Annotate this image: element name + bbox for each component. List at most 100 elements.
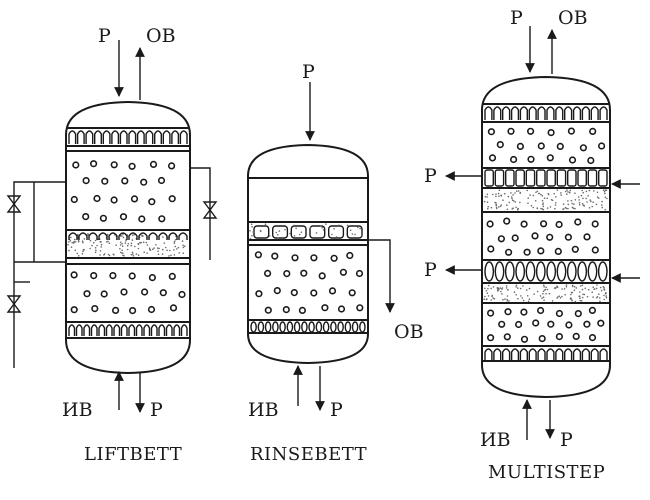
sand-grain	[500, 204, 503, 206]
sand-grain	[542, 296, 545, 299]
resin-bead-icon	[487, 245, 495, 253]
resin-bead-icon	[290, 289, 298, 297]
sand-grain	[592, 296, 594, 298]
sand-grain	[511, 199, 514, 201]
sand-grain	[83, 238, 86, 240]
multistep-bottom-nozzle-plate	[484, 348, 608, 360]
sand-grain	[122, 236, 125, 239]
sand-grain	[106, 233, 109, 236]
sand-grain	[515, 284, 518, 287]
resin-bead-icon	[328, 287, 337, 295]
resin-bead-icon	[531, 232, 539, 240]
sand-grain	[268, 235, 271, 237]
resin-bead-icon	[355, 269, 364, 278]
sand-grain	[107, 253, 110, 256]
resin-bead-icon	[168, 195, 176, 203]
resin-bead-icon	[487, 128, 496, 136]
resin-bead-icon	[564, 233, 573, 241]
resin-bead-icon	[93, 194, 101, 203]
resin-bead-icon	[110, 161, 118, 169]
nozzle-plate-icon	[83, 324, 91, 336]
sand-grain	[485, 290, 488, 292]
nozzle-plate-icon	[519, 106, 528, 120]
sand-grain	[578, 201, 581, 204]
nozzle-plate-icon	[525, 261, 536, 282]
resin-bead-icon	[330, 254, 338, 262]
rinsebett-side-label-ob: OB	[394, 321, 424, 343]
sand-grain	[487, 205, 490, 208]
nozzle-plate-icon	[178, 232, 188, 240]
resin-bead-icon	[583, 320, 591, 328]
sand-grain	[335, 236, 338, 238]
nozzle-plate-icon	[556, 261, 567, 282]
nozzle-plate-icon	[264, 321, 272, 333]
sand-grain	[131, 239, 134, 241]
nozzle-plate-icon	[346, 225, 363, 239]
sand-grain	[536, 290, 539, 293]
sand-grain	[149, 248, 151, 251]
sand-grain	[543, 197, 546, 199]
sand-grain	[582, 197, 584, 200]
sand-grain	[539, 295, 542, 297]
nozzle-plate-icon	[546, 106, 555, 120]
sand-grain	[599, 297, 601, 299]
sand-grain	[295, 227, 297, 230]
resin-bead-icon	[556, 142, 564, 150]
valve-icon[interactable]	[6, 195, 22, 213]
nozzle-plate-icon	[546, 169, 557, 187]
sand-grain	[603, 294, 605, 297]
resin-bead-icon	[178, 290, 186, 299]
sand-grain	[512, 207, 514, 209]
sand-grain	[506, 288, 509, 291]
sand-grain	[556, 297, 558, 299]
nozzle-plate-icon	[102, 130, 111, 144]
sand-grain	[325, 223, 327, 225]
liftbett-top-label-p: P	[98, 25, 111, 47]
sand-grain	[82, 250, 84, 253]
sand-grain	[595, 287, 598, 290]
sand-grain	[554, 207, 556, 210]
sand-grain	[498, 189, 501, 192]
nozzle-plate-icon	[577, 169, 588, 187]
rinsebett-bottom-label-iv: ИВ	[248, 399, 279, 421]
nozzle-plate-icon	[537, 348, 546, 360]
resin-bead-icon	[587, 156, 595, 165]
resin-bead-icon	[583, 233, 591, 241]
sand-grain	[91, 244, 93, 247]
sand-grain	[506, 298, 508, 301]
sand-grain	[82, 241, 84, 244]
sand-grain	[259, 230, 262, 233]
sand-grain	[145, 241, 148, 244]
sand-grain	[68, 249, 70, 252]
sand-grain	[526, 189, 528, 192]
valve-icon[interactable]	[6, 295, 22, 313]
resin-bead-icon	[101, 177, 109, 185]
sand-grain	[590, 200, 592, 203]
sand-grain	[520, 295, 522, 297]
nozzle-plate-icon	[328, 225, 345, 239]
sand-grain	[99, 254, 101, 256]
sand-grain	[76, 252, 79, 255]
resin-bead-icon	[546, 154, 554, 162]
sand-grain	[315, 232, 318, 234]
resin-bead-icon	[264, 269, 272, 278]
sand-grain	[277, 237, 279, 239]
sand-grain	[161, 253, 164, 255]
nozzle-plate-icon	[113, 324, 121, 336]
valve-icon[interactable]	[202, 201, 218, 219]
resin-bead-icon	[547, 129, 555, 137]
sand-grain	[361, 235, 363, 237]
resin-bead-icon	[579, 144, 588, 152]
sand-grain	[603, 190, 606, 193]
sand-grain	[495, 195, 497, 198]
sand-grain	[593, 190, 595, 192]
sand-grain	[173, 240, 176, 243]
sand-grain	[354, 233, 356, 236]
nozzle-plate-icon	[108, 232, 118, 240]
sand-grain	[542, 208, 545, 211]
sand-grain	[289, 232, 291, 235]
multistep-lower-sand-layer	[483, 284, 608, 303]
sand-grain	[163, 242, 166, 244]
sand-grain	[567, 203, 570, 206]
sand-grain	[155, 244, 157, 246]
